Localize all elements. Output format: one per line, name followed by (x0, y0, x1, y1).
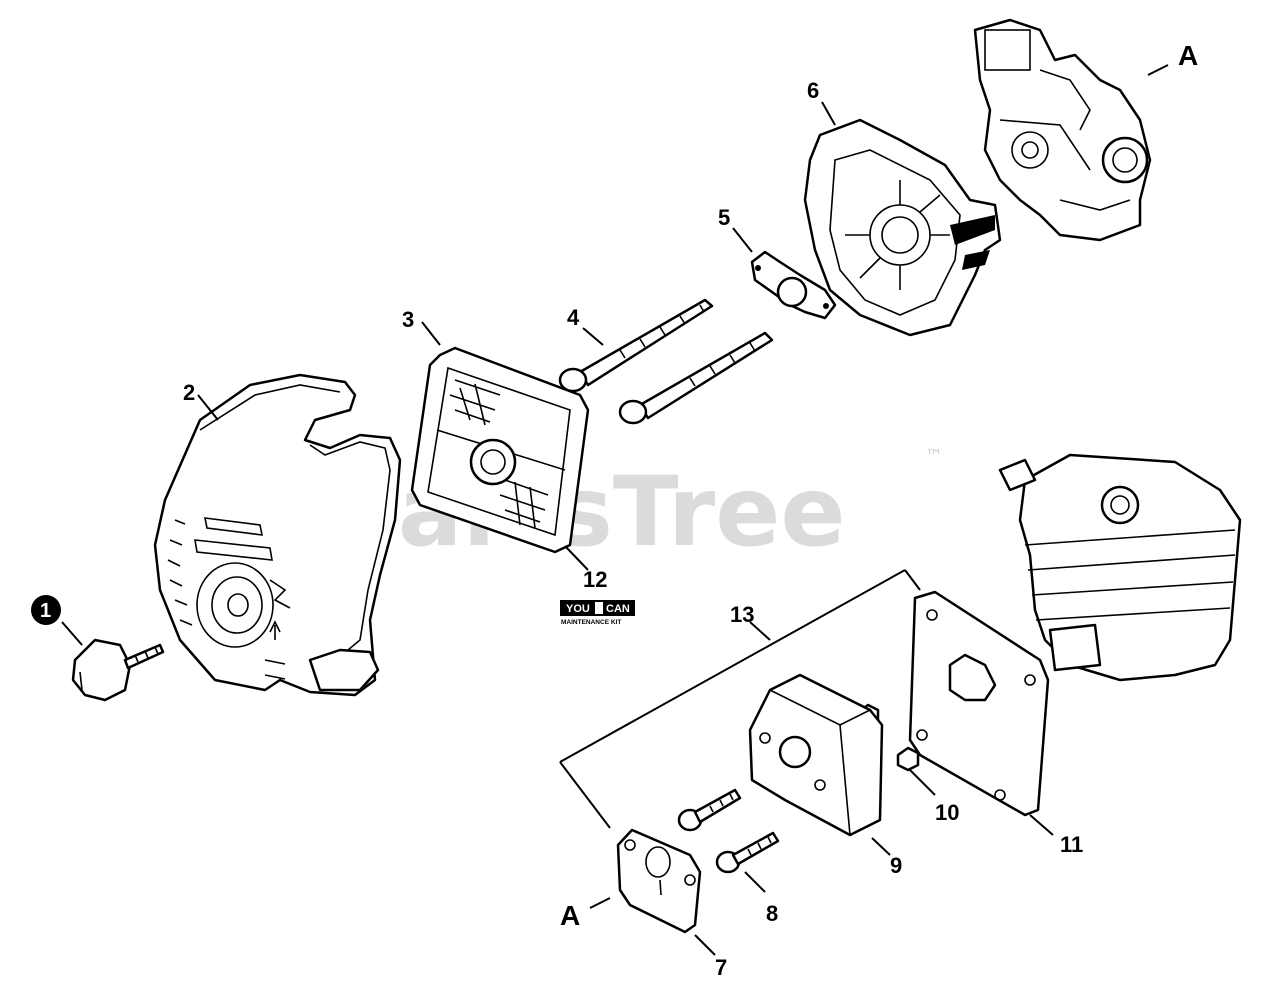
svg-text:MAINTENANCE KIT: MAINTENANCE KIT (561, 619, 621, 626)
screw-part-lower[interactable] (715, 831, 780, 874)
nut-part-lower[interactable] (896, 746, 920, 772)
air-cleaner-cover-part[interactable] (153, 373, 402, 697)
cylinder-gasket-part[interactable] (908, 590, 1050, 817)
callout-part-10: 10 (935, 800, 959, 825)
callout-part-12: 12 (583, 567, 607, 592)
long-bolt-part-2[interactable] (618, 331, 774, 425)
screw-part-upper[interactable] (677, 788, 742, 832)
callout-part-4: 4 (567, 305, 580, 330)
you-can-maintenance-kit-badge: YOU CAN MAINTENANCE KIT (560, 600, 635, 626)
air-filter-part[interactable] (410, 346, 590, 554)
air-cleaner-case-part[interactable] (803, 118, 1002, 337)
watermark-brand: PartsTree (330, 456, 845, 568)
svg-text:CAN: CAN (606, 603, 630, 615)
callout-part-7: 7 (715, 955, 727, 980)
carburetor-gasket-part[interactable] (616, 828, 702, 934)
callout-part-5: 5 (718, 205, 730, 230)
callout-part-13: 13 (730, 602, 754, 627)
gasket-plate-part[interactable] (750, 250, 837, 320)
callout-part-1: 1 (40, 600, 51, 622)
callout-part-2: 2 (183, 380, 195, 405)
carburetor-part[interactable] (973, 18, 1152, 242)
callout-part-1-badge: 1 (31, 595, 61, 625)
long-bolt-part[interactable] (558, 298, 714, 393)
callout-part-9: 9 (890, 853, 902, 878)
callout-part-3: 3 (402, 307, 414, 332)
cylinder-part[interactable] (998, 453, 1242, 682)
knob-part[interactable] (71, 638, 165, 702)
callout-part-8: 8 (766, 901, 778, 926)
watermark-tm: ™ (925, 446, 943, 467)
insulator-block-part[interactable] (748, 673, 884, 837)
callout-part-6: 6 (807, 78, 819, 103)
svg-text:YOU: YOU (566, 603, 590, 615)
callout-ref-a-bottom: A (560, 900, 580, 931)
callout-part-11: 11 (1060, 832, 1083, 857)
callout-ref-a-top: A (1178, 40, 1198, 71)
